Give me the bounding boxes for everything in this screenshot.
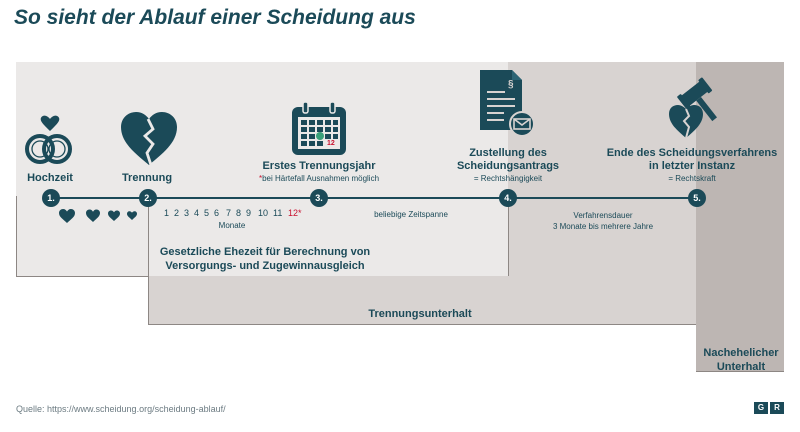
nachehelicher-label-line2: Unterhalt [716, 361, 766, 373]
logo-r: R [770, 402, 784, 414]
stage-node-5: 5. [688, 189, 706, 207]
month-2: 2 [174, 208, 180, 218]
month-10: 10 [258, 208, 269, 218]
month-6: 6 [214, 208, 220, 218]
stage-label-zustellung: Zustellung des Scheidungsantrags [438, 147, 578, 173]
zustellung-divider [508, 196, 509, 276]
month-4: 4 [194, 208, 200, 218]
verfahren-band [508, 62, 696, 277]
ehezeit-band [16, 62, 508, 277]
svg-text:§: § [508, 79, 514, 90]
zustellung-line2: Scheidungsantrags [456, 160, 560, 172]
stage-label-trennung: Trennung [121, 172, 173, 184]
broken-heart-icon [121, 112, 177, 166]
stage-label-ende: Ende des Scheidungsverfahrens in letzter… [592, 147, 792, 173]
ehezeit-left-divider [16, 196, 17, 276]
trennungsunterhalt-band [148, 276, 696, 325]
stage-node-4: 4. [499, 189, 517, 207]
gavel-heart-icon [669, 77, 717, 139]
shrinking-hearts-icon [59, 209, 137, 223]
month-8: 8 [236, 208, 242, 218]
ehezeit-label-line1: Gesetzliche Ehezeit für Berechnung von [159, 246, 371, 258]
page-title: So sieht der Ablauf einer Scheidung aus [14, 6, 416, 29]
month-3: 3 [184, 208, 190, 218]
source-note: Quelle: https://www.scheidung.org/scheid… [16, 404, 226, 414]
verfahrensdauer-note: Verfahrensdauer 3 Monate bis mehrere Jah… [520, 210, 686, 232]
ende-line1: Ende des Scheidungsverfahrens [606, 147, 778, 159]
stage-label-trennungsjahr: Erstes Trennungsjahr [262, 160, 376, 172]
stage-label-hochzeit: Hochzeit [27, 172, 73, 184]
month-1: 1 [164, 208, 170, 218]
footnote-text: bei Härtefall Ausnahmen möglich [262, 174, 380, 183]
ehezeit-label: Gesetzliche Ehezeit für Berechnung von V… [120, 245, 410, 273]
timeline-line [50, 197, 697, 199]
stage-node-2: 2. [139, 189, 157, 207]
document-icon: § [480, 70, 535, 137]
month-11: 11 [273, 208, 283, 218]
month-9: 9 [246, 208, 252, 218]
zustellung-line1: Zustellung des [469, 147, 547, 159]
month-7: 7 [226, 208, 232, 218]
trennungsunterhalt-label: Trennungsunterhalt [368, 308, 472, 320]
calendar-day-label: 12 [327, 140, 335, 147]
trennung-divider [148, 196, 149, 324]
month-5: 5 [204, 208, 210, 218]
verfahrensdauer-line1: Verfahrensdauer [573, 211, 633, 220]
rechtshaengigkeit-note: = Rechtshängigkeit [473, 174, 543, 183]
nachehelicher-label-line1: Nachehelicher [703, 347, 779, 359]
stage-node-1: 1. [42, 189, 60, 207]
logo-g: G [754, 402, 768, 414]
wedding-rings-icon [25, 115, 72, 164]
months-label: Monate [218, 221, 246, 230]
calendar-icon [292, 101, 346, 155]
trennungsjahr-footnote: *bei Härtefall Ausnahmen möglich [232, 174, 406, 184]
nachehelicher-unterhalt-label: Nachehelicher Unterhalt [697, 346, 785, 374]
beliebige-zeitspanne: beliebige Zeitspanne [374, 210, 448, 219]
stage-node-3: 3. [310, 189, 328, 207]
month-12: 12* [288, 208, 302, 218]
verfahrensdauer-line2: 3 Monate bis mehrere Jahre [552, 222, 654, 231]
ende-line2: in letzter Instanz [648, 160, 736, 172]
ehezeit-label-line2: Versorgungs- und Zugewinnausgleich [165, 260, 365, 272]
rechtskraft-note: = Rechtskraft [668, 174, 716, 183]
footnote-star: * [258, 174, 263, 183]
